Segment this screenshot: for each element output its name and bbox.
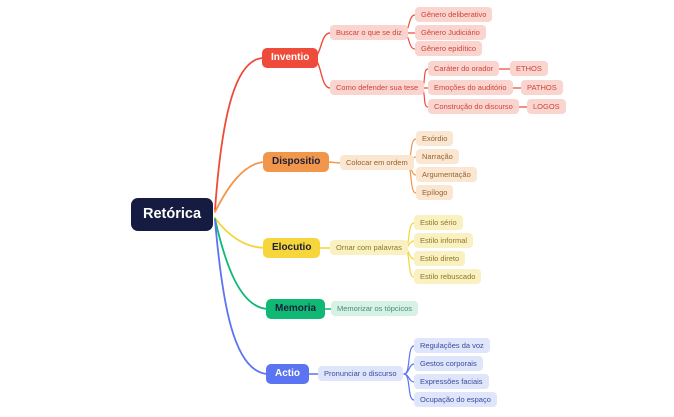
connector-dispositio-colocar <box>327 161 342 164</box>
leaf-node-estilo-rebuscado[interactable]: Estilo rebuscado <box>414 269 482 284</box>
topic-node-colocar-em-ordem[interactable]: Colocar em ordem <box>340 155 414 170</box>
leaf-node-emocoes-do-auditorio[interactable]: Emoções do auditório <box>428 80 513 95</box>
topic-node-buscar-o-que-se-diz[interactable]: Buscar o que se diz <box>330 25 408 40</box>
branch-node-memoria[interactable]: Memoria <box>266 299 326 319</box>
connector-pronunciar-ocupacao <box>403 373 415 401</box>
leaf-node-genero-deliberativo[interactable]: Gênero deliberativo <box>415 7 493 22</box>
branch-node-elocutio[interactable]: Elocutio <box>263 238 321 258</box>
tag-node-logos[interactable]: LOGOS <box>527 99 566 114</box>
leaf-node-expressoes-faciais[interactable]: Expressões faciais <box>414 374 489 389</box>
leaf-node-ocupacao-do-espaco[interactable]: Ocupação do espaço <box>414 392 497 407</box>
connector-root-actio <box>214 219 270 375</box>
branch-node-dispositio[interactable]: Dispositio <box>263 152 330 172</box>
branch-node-actio[interactable]: Actio <box>266 364 309 384</box>
connector-root-elocutio <box>214 217 267 249</box>
leaf-node-argumentacao[interactable]: Argumentação <box>416 167 477 182</box>
leaf-node-estilo-serio[interactable]: Estilo sério <box>414 215 463 230</box>
leaf-node-carater-do-orador[interactable]: Caráter do orador <box>428 61 500 76</box>
connector-root-memoria <box>214 218 270 310</box>
tag-node-ethos[interactable]: ETHOS <box>510 61 548 76</box>
leaf-node-estilo-informal[interactable]: Estilo informal <box>414 233 474 248</box>
leaf-node-genero-epiditico[interactable]: Gênero epidítico <box>415 41 483 56</box>
leaf-node-narracao[interactable]: Narração <box>416 149 459 164</box>
leaf-node-regulacoes-da-voz[interactable]: Regulações da voz <box>414 338 490 353</box>
leaf-node-estilo-direto[interactable]: Estilo direto <box>414 251 466 266</box>
connector-root-inventio <box>214 57 265 211</box>
leaf-node-gestos-corporais[interactable]: Gestos corporais <box>414 356 483 371</box>
leaf-node-epilogo[interactable]: Epílogo <box>416 185 454 200</box>
root-node-retorica[interactable]: Retórica <box>131 198 214 231</box>
topic-node-como-defender-sua-tese[interactable]: Como defender sua tese <box>330 80 425 95</box>
topic-node-pronunciar-o-discurso[interactable]: Pronunciar o discurso <box>318 366 403 381</box>
leaf-node-exordio[interactable]: Exórdio <box>416 131 454 146</box>
topic-node-ornar-com-palavras[interactable]: Ornar com palavras <box>330 240 408 255</box>
branch-node-inventio[interactable]: Inventio <box>262 48 319 68</box>
tag-node-pathos[interactable]: PATHOS <box>521 80 563 95</box>
topic-node-memorizar-os-topicos[interactable]: Memorizar os tópcicos <box>331 301 419 316</box>
leaf-node-genero-judiciario[interactable]: Gênero Judiciário <box>415 25 486 40</box>
leaf-node-construcao-do-discurso[interactable]: Construção do discurso <box>428 99 519 114</box>
connector-root-dispositio <box>214 161 267 213</box>
